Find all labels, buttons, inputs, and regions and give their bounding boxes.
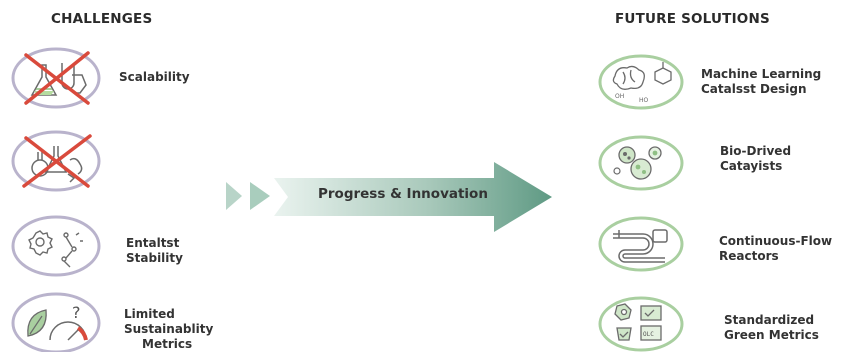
solution-label-green-metrics: Standardized Green Metrics [724,313,819,342]
challenge-label-scalability: Scalability [119,70,190,84]
molecule-gear-icon [11,215,101,277]
svg-text:?: ? [72,303,81,322]
challenge-label-stability: Entaltst Stability [126,236,183,265]
solution-label-bio: Bio-Drived Catayists [720,144,792,173]
crossed-out-flasks-icon [11,130,101,192]
flow-pipe-icon [598,216,684,272]
progress-innovation-label: Progress & Innovation [318,186,488,202]
svg-text:OH: OH [615,93,624,100]
leaf-gauge-question-icon: ? [11,292,101,352]
progress-arrow-icon [226,162,552,232]
solution-label-flow: Continuous-Flow Reactors [719,234,833,263]
brain-molecule-icon: OH HO [598,54,684,110]
svg-text:HO: HO [639,97,649,104]
challenges-heading: CHALLENGES [51,11,153,27]
crossed-out-flask-icon [11,47,101,109]
cells-icon [598,135,684,191]
challenge-label-metrics: Limited Sustainablity Metrics [124,307,214,351]
solution-label-ml: Machine Learning Catalsst Design [701,67,822,96]
svg-text:OLC: OLC [643,331,654,338]
metrics-checklist-icon: OLC [598,296,684,352]
future-solutions-heading: FUTURE SOLUTIONS [615,11,770,27]
